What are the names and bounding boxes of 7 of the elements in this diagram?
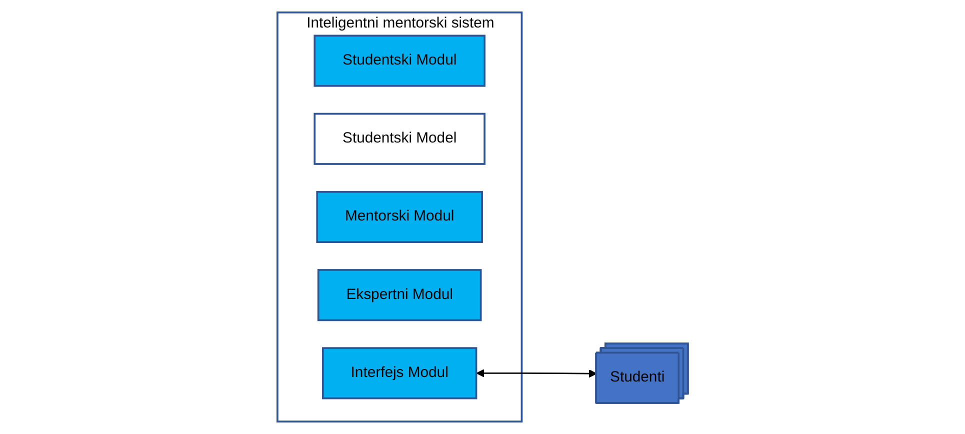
- cluster: [276, 12, 522, 422]
- node-box: [314, 34, 486, 87]
- node-box: [317, 269, 482, 322]
- node-box: [322, 347, 478, 400]
- node-box: [314, 112, 486, 165]
- arrow: [476, 369, 597, 378]
- node-box: [316, 190, 483, 244]
